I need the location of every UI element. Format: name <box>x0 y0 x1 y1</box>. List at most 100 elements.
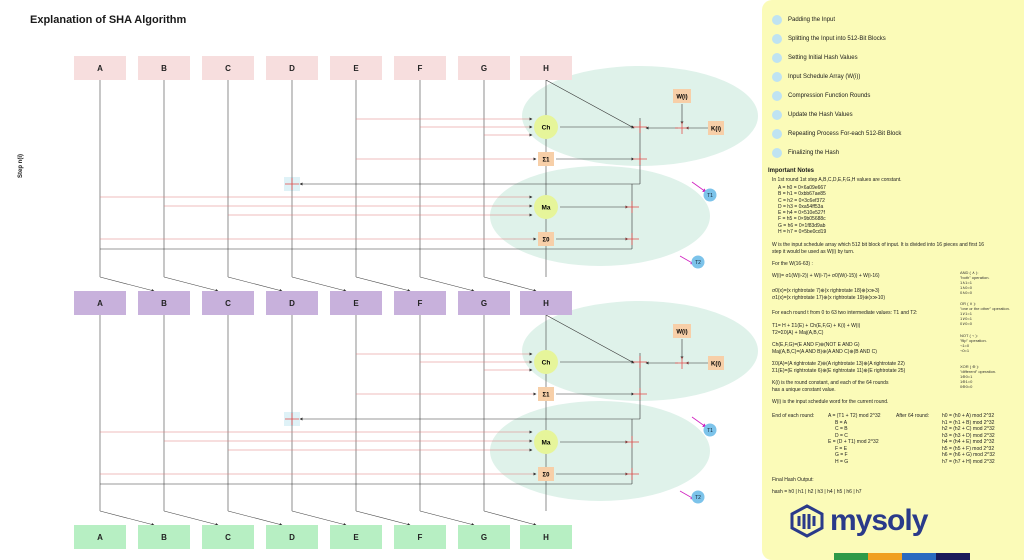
svg-text:W(i): W(i) <box>676 95 687 101</box>
svg-text:A: A <box>97 299 103 308</box>
svg-text:T1: T1 <box>707 193 713 199</box>
svg-text:T2: T2 <box>695 260 701 266</box>
mid-row-box-d: D <box>266 291 318 315</box>
mid-row-box-c: C <box>202 291 254 315</box>
round2-sigma0-node: Σ0 <box>538 467 554 481</box>
step-dot-icon <box>772 72 782 82</box>
svg-text:F: F <box>418 64 423 73</box>
note-w-formula: W(i)= σ1(W(i-2)) + W(i-7)+ σ0(W(i-15)) +… <box>772 273 880 279</box>
round2-t2-node: T2 <box>691 490 705 504</box>
step-label-text: Update the Hash Values <box>788 112 853 118</box>
step-label-text: Input Schedule Array (W(i)) <box>788 74 861 80</box>
after-round-label: After 64 round: <box>896 413 930 419</box>
svg-text:K(i): K(i) <box>711 127 721 133</box>
svg-text:W(i): W(i) <box>676 330 687 336</box>
svg-text:H: H <box>543 533 549 542</box>
svg-text:E: E <box>353 299 359 308</box>
sidebar-step-4: Input Schedule Array (W(i)) <box>772 70 860 84</box>
svg-text:C: C <box>225 299 231 308</box>
svg-text:A: A <box>97 64 103 73</box>
sidebar-step-6: Update the Hash Values <box>772 108 853 122</box>
brand-bar-green <box>834 553 868 560</box>
round1-ch-node: Ch <box>534 115 558 139</box>
svg-text:H: H <box>543 299 549 308</box>
mid-row-box-h: H <box>520 291 572 315</box>
note-rounds: For each round t from 0 to 63 two interm… <box>772 310 918 316</box>
mid-row-box-e: E <box>330 291 382 315</box>
note-w-description: W is the input schedule array which 512 … <box>772 242 985 255</box>
round2-t1-node: T1 <box>703 423 717 437</box>
note-ch-maj: Ch(E,F,G)=(E AND F)⊕(NOT E AND G) Maj(A,… <box>772 342 877 355</box>
mid-row-box-f: F <box>394 291 446 315</box>
svg-text:B: B <box>161 64 167 73</box>
round2-ma-node: Ma <box>534 430 558 454</box>
end-round-label: End of each round: <box>772 413 815 419</box>
svg-text:Ch: Ch <box>542 125 551 132</box>
top-row-box-a: A <box>74 56 126 80</box>
note-initial-values: A = h0 = 0×6a09e667 B = h1 = 0xbb67ae85 … <box>778 185 827 236</box>
top-row-box-d: D <box>266 56 318 80</box>
top-row-box-f: F <box>394 56 446 80</box>
after-round-values: h0 = (h0 + A) mod 2^32 h1 = (h1 + B) mod… <box>942 413 995 465</box>
step-label-text: Padding the Input <box>788 17 836 23</box>
bot-row-box-g: G <box>458 525 510 549</box>
svg-text:Σ0: Σ0 <box>543 473 551 479</box>
round1-sigma0-node: Σ0 <box>538 232 554 246</box>
svg-text:B: B <box>161 299 167 308</box>
svg-text:Ma: Ma <box>541 440 550 447</box>
round1-t2-node: T2 <box>691 255 705 269</box>
mid-row-box-g: G <box>458 291 510 315</box>
note-big-sigmas: Σ0(A)=(A rightrotate 2)⊕(A rightrotate 1… <box>772 361 906 374</box>
step-label-text: Repeating Process For-each 512-Bit Block <box>788 131 902 137</box>
step-dot-icon <box>772 91 782 101</box>
svg-text:G: G <box>481 533 487 542</box>
brand-bar-orange <box>868 553 902 560</box>
svg-text:Σ1: Σ1 <box>543 158 551 164</box>
step-label-text: Setting Initial Hash Values <box>788 55 858 61</box>
sidebar-step-1: Padding the Input <box>772 13 835 27</box>
step-dot-icon <box>772 34 782 44</box>
round2-ch-node: Ch <box>534 350 558 374</box>
svg-text:H: H <box>543 64 549 73</box>
round1-t1-node: T1 <box>703 188 717 202</box>
bot-row-box-h: H <box>520 525 572 549</box>
note-not: NOT ( ¬ ): "flip" operation. ¬1=0 ¬0=1 <box>960 333 987 353</box>
sidebar-step-2: Splitting the Input into 512-Bit Blocks <box>772 32 886 46</box>
step-dot-icon <box>772 129 782 139</box>
top-row-box-h: H <box>520 56 572 80</box>
round1-sigma1-node: Σ1 <box>538 152 554 166</box>
top-row-box-c: C <box>202 56 254 80</box>
bot-row-box-e: E <box>330 525 382 549</box>
svg-text:G: G <box>481 299 487 308</box>
svg-text:Ma: Ma <box>541 205 550 212</box>
svg-text:E: E <box>353 533 359 542</box>
mid-row-box-a: A <box>74 291 126 315</box>
svg-text:K(i): K(i) <box>711 362 721 368</box>
top-row-box-g: G <box>458 56 510 80</box>
note-w-word: W(i) is the input schedule word for the … <box>772 399 889 405</box>
note-small-sigmas: σ0(x)=(x rightrotate 7)⊕(x rightrotate 1… <box>772 288 885 301</box>
svg-text:Σ1: Σ1 <box>543 393 551 399</box>
note-or: OR ( ∨ ): "one or the other" operation. … <box>960 301 1010 326</box>
round2-sigma1-node: Σ1 <box>538 387 554 401</box>
bot-row-box-d: D <box>266 525 318 549</box>
svg-text:T1: T1 <box>707 428 713 434</box>
note-and: AND ( ∧ ): "both" operation. 1∧1=1 1∧0=0… <box>960 270 990 295</box>
svg-text:C: C <box>225 533 231 542</box>
round2-k-node: K(i) <box>708 356 724 370</box>
end-round-values: A = (T1 + T2) mod 2^32 B = A C = B D = C… <box>828 413 881 465</box>
brand-bar-blue <box>902 553 936 560</box>
bot-row-box-a: A <box>74 525 126 549</box>
bot-row-box-f: F <box>394 525 446 549</box>
svg-text:F: F <box>418 299 423 308</box>
final-hash-formula: hash = h0 | h1 | h2 | h3 | h4 | h5 | h6 … <box>772 489 862 495</box>
note-t-formulas: T1= H + Σ1(E) + Ch(E,F,G) + K(i) + W(i) … <box>772 323 861 336</box>
step-label-text: Finalizing the Hash <box>788 150 840 156</box>
svg-text:D: D <box>289 64 295 73</box>
bot-row-box-b: B <box>138 525 190 549</box>
svg-text:T2: T2 <box>695 495 701 501</box>
notes-panel <box>762 0 1024 560</box>
note-constant: In 1st round 1st step A,B,C,D,E,F,G,H va… <box>772 177 902 183</box>
step-dot-icon <box>772 148 782 158</box>
round1-ma-node: Ma <box>534 195 558 219</box>
